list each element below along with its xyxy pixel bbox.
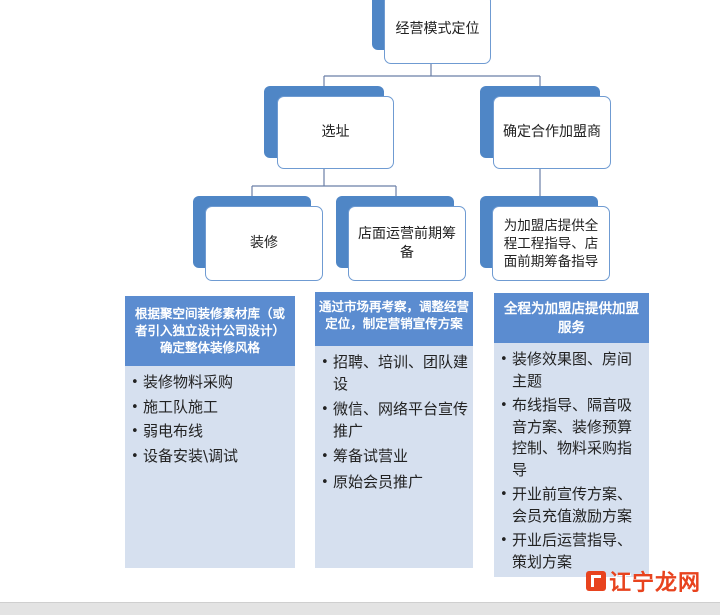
node-site-selection: 选址 — [264, 86, 394, 174]
node-decoration: 装修 — [193, 196, 325, 286]
column-store-prep-list: 招聘、培训、团队建设 微信、网络平台宣传推广 筹备试营业 原始会员推广 — [319, 352, 469, 493]
column-partner-service: 全程为加盟店提供加盟服务 装修效果图、房间主题 布线指导、隔音吸音方案、装修预算… — [494, 293, 649, 577]
list-item: 施工队施工 — [129, 397, 291, 419]
node-store-prep-label: 店面运营前期筹备 — [348, 206, 466, 281]
node-root-label: 经营模式定位 — [384, 0, 491, 64]
list-item: 弱电布线 — [129, 421, 291, 443]
bottom-scroll-bar — [0, 602, 720, 615]
watermark-icon — [586, 571, 606, 591]
node-site-selection-label: 选址 — [277, 96, 394, 169]
column-decoration-header: 根据聚空间装修素材库（或者引入独立设计公司设计）确定整体装修风格 — [125, 296, 295, 366]
list-item: 微信、网络平台宣传推广 — [319, 399, 469, 442]
list-item: 招聘、培训、团队建设 — [319, 352, 469, 395]
column-decoration: 根据聚空间装修素材库（或者引入独立设计公司设计）确定整体装修风格 装修物料采购 … — [125, 296, 295, 568]
column-partner-service-header: 全程为加盟店提供加盟服务 — [494, 293, 649, 343]
list-item: 筹备试营业 — [319, 446, 469, 468]
watermark-text: 讧宁龙网 — [609, 571, 702, 596]
list-item: 设备安装\调试 — [129, 446, 291, 468]
list-item: 装修物料采购 — [129, 372, 291, 394]
node-partner-label: 确定合作加盟商 — [493, 96, 611, 169]
column-store-prep: 通过市场再考察，调整经营定位，制定营销宣传方案 招聘、培训、团队建设 微信、网络… — [315, 292, 473, 568]
node-partner-guidance: 为加盟店提供全程工程指导、店面前期筹备指导 — [480, 196, 612, 286]
list-item: 开业后运营指导、策划方案 — [498, 530, 645, 573]
column-store-prep-header: 通过市场再考察，调整经营定位，制定营销宣传方案 — [315, 292, 473, 346]
node-root: 经营模式定位 — [372, 0, 492, 64]
list-item: 开业前宣传方案、会员充值激励方案 — [498, 484, 645, 527]
node-decoration-label: 装修 — [205, 206, 323, 281]
column-decoration-list: 装修物料采购 施工队施工 弱电布线 设备安装\调试 — [129, 372, 291, 467]
node-partner: 确定合作加盟商 — [480, 86, 612, 174]
list-item: 布线指导、隔音吸音方案、装修预算控制、物料采购指导 — [498, 395, 645, 481]
list-item: 原始会员推广 — [319, 472, 469, 494]
node-partner-guidance-label: 为加盟店提供全程工程指导、店面前期筹备指导 — [492, 206, 610, 281]
node-store-prep: 店面运营前期筹备 — [336, 196, 468, 286]
watermark-logo: 讧宁龙网 — [586, 564, 701, 598]
column-partner-service-list: 装修效果图、房间主题 布线指导、隔音吸音方案、装修预算控制、物料采购指导 开业前… — [498, 349, 645, 573]
list-item: 装修效果图、房间主题 — [498, 349, 645, 392]
